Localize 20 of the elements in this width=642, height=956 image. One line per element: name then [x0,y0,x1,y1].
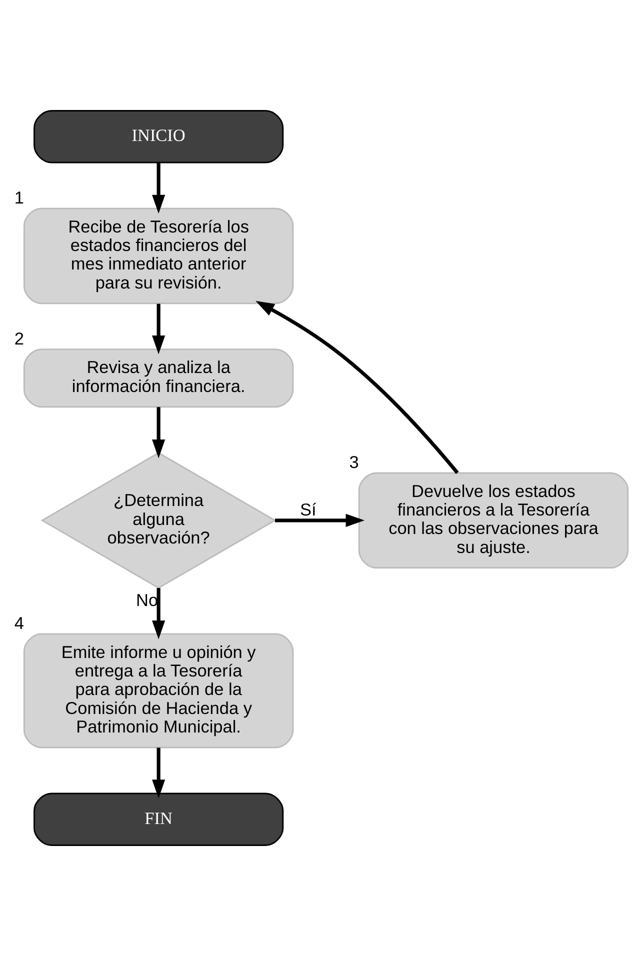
edge-label: No [136,590,158,610]
edge-label: Sí [300,500,316,520]
node-label: 2 [14,328,24,348]
node-box: FIN [34,792,284,846]
node-label: 4 [14,613,24,634]
node-box: Devuelve los estados financieros a la Tesorería con las observaciones para su ajuste. [358,472,629,569]
node-box: Recibe de Tesorería los estados financieros del mes inmediato anterior para su revisión. [23,208,294,304]
arrow [152,162,166,214]
arrow [152,407,166,458]
arrow [152,304,166,354]
arrow [275,514,365,527]
node-box: Emite informe u opinión y entrega a la Tesorería para aprobación de la Comisión de Hacienda y Patrimonio Municipal. [23,633,294,748]
node-label: 1 [14,188,24,208]
arrow [152,588,166,640]
node-box: Revisa y analiza la información financiera. [23,348,294,408]
node-box: INICIO [34,110,284,164]
node-label: 3 [349,452,359,472]
arrow [152,748,166,798]
arrow [256,300,459,474]
node-diamond: ¿Determina alguna observación? [40,452,276,589]
